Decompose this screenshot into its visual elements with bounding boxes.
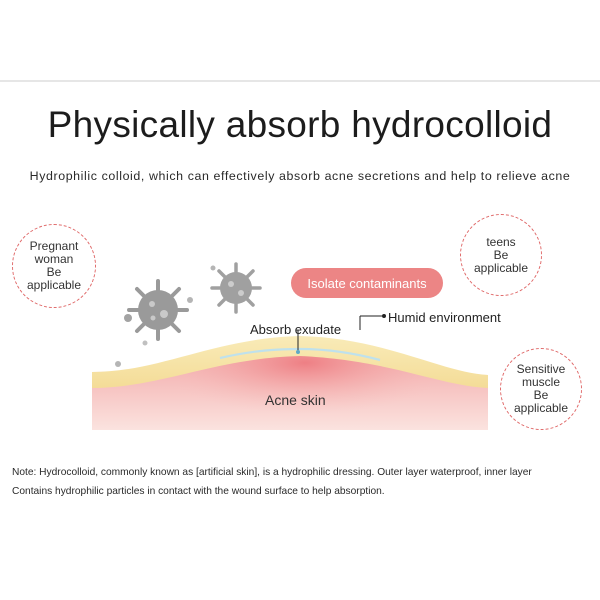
badge-line: Be <box>533 388 549 402</box>
germ-icon <box>210 262 262 314</box>
sensitive-muscle-badge: Sensitive muscle Be applicable <box>500 348 582 430</box>
skin-layer <box>92 352 488 430</box>
acne-area <box>180 346 430 430</box>
badge-line: woman <box>34 252 74 266</box>
humid-film <box>219 347 381 362</box>
badge-line: Sensitive <box>516 362 566 376</box>
humid-environment-label: Humid environment <box>388 310 501 325</box>
page-title: Physically absorb hydrocolloid <box>47 104 553 145</box>
isolate-contaminants-pill: Isolate contaminants <box>291 268 443 298</box>
footnote-line: Note: Hydrocolloid, commonly known as [a… <box>12 467 532 478</box>
footnote-line: Contains hydrophilic particles in contac… <box>12 486 385 497</box>
badge-line: Be <box>493 247 509 262</box>
badge-line: muscle <box>521 375 560 389</box>
badge-line: Be <box>46 265 62 279</box>
teens-badge: teens Be applicable <box>460 214 542 296</box>
badge-line: applicable <box>473 260 529 275</box>
top-divider <box>0 80 600 82</box>
badge-line: Pregnant <box>29 239 79 253</box>
page-subtitle: Hydrophilic colloid, which can effective… <box>29 169 571 183</box>
footnote: Note: Hydrocolloid, commonly known as [a… <box>12 463 592 501</box>
acne-skin-label: Acne skin <box>265 392 326 408</box>
germ-icon <box>127 279 189 341</box>
badge-line: teens <box>486 234 516 249</box>
absorb-exudate-label: Absorb exudate <box>250 322 342 337</box>
badge-line: applicable <box>26 278 82 292</box>
badge-line: applicable <box>513 401 569 415</box>
hydrocolloid-layer <box>92 336 488 388</box>
pregnant-woman-badge: Pregnant woman Be applicable <box>12 224 96 308</box>
